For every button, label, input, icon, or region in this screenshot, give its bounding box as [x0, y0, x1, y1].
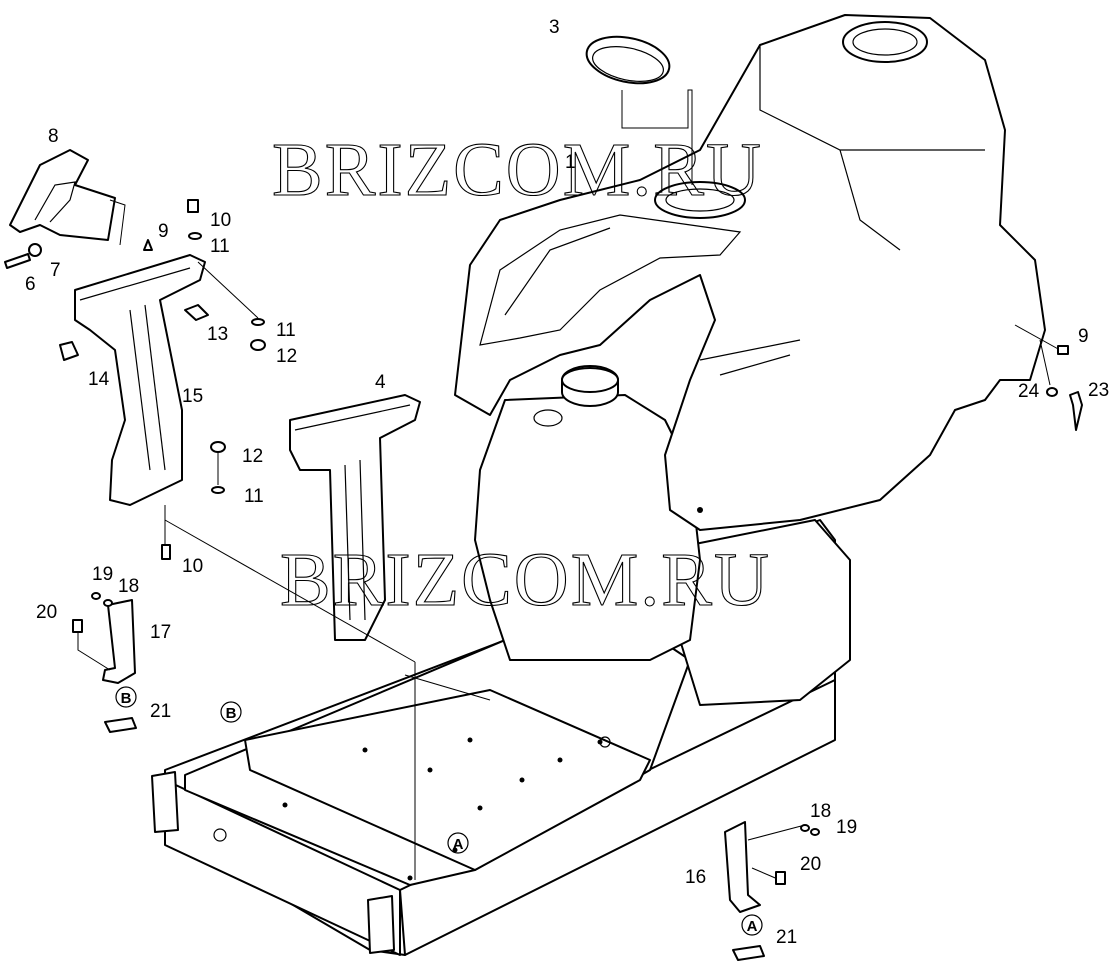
callout-10-top: 10 — [210, 210, 231, 231]
callout-12-lower: 12 — [242, 446, 263, 467]
cap-part — [585, 35, 693, 185]
callout-12-upper: 12 — [276, 346, 297, 367]
callout-7: 7 — [50, 260, 61, 281]
support-bracket-right — [289, 394, 421, 641]
watermark-middle: BRIZCOM.RU — [280, 538, 771, 622]
callout-6: 6 — [25, 274, 36, 295]
ref-label-a2: A — [747, 918, 758, 935]
callout-9-right: 9 — [1078, 326, 1089, 347]
small-hardware — [4, 199, 1083, 961]
callout-17: 17 — [150, 622, 171, 643]
callout-11-top: 11 — [210, 236, 230, 257]
callout-13: 13 — [207, 324, 228, 345]
ref-label-b2: B — [121, 690, 132, 707]
ref-marker-b1: B — [220, 701, 242, 723]
ref-marker-a2: A — [741, 914, 763, 936]
callout-24: 24 — [1018, 381, 1040, 402]
callout-23: 23 — [1088, 380, 1109, 401]
callout-18-right: 18 — [810, 801, 831, 822]
callout-20-right: 20 — [800, 854, 821, 875]
callout-11-lower: 11 — [244, 486, 264, 507]
callout-15: 15 — [182, 386, 203, 407]
callout-1: 1 — [565, 152, 576, 173]
support-bracket-left — [74, 254, 206, 506]
watermark-top: BRIZCOM.RU — [272, 128, 763, 212]
callout-20-left: 20 — [36, 602, 57, 623]
callout-11-middle: 11 — [276, 320, 296, 341]
callout-9-left: 9 — [158, 221, 169, 242]
callout-3: 3 — [549, 17, 560, 38]
callout-labels: 1 3 4 6 7 8 9 9 10 10 11 11 11 12 12 13 … — [25, 17, 1109, 948]
body-shell — [454, 14, 1046, 531]
callout-16: 16 — [685, 867, 706, 888]
ref-marker-a1: A — [447, 832, 469, 854]
callout-4: 4 — [375, 372, 386, 393]
callout-8: 8 — [48, 126, 59, 147]
ref-label-a1: A — [453, 836, 464, 853]
ref-label-b1: B — [226, 705, 237, 722]
callout-18-left: 18 — [118, 576, 139, 597]
callout-19-left: 19 — [92, 564, 113, 585]
callout-10-bottom: 10 — [182, 556, 203, 577]
callout-19-right: 19 — [836, 817, 857, 838]
grab-handle — [9, 149, 126, 246]
callout-21-right: 21 — [776, 927, 797, 948]
fuel-tank — [474, 365, 851, 706]
callout-21-left: 21 — [150, 701, 171, 722]
ref-marker-b2: B — [115, 686, 137, 708]
callout-14: 14 — [88, 369, 110, 390]
